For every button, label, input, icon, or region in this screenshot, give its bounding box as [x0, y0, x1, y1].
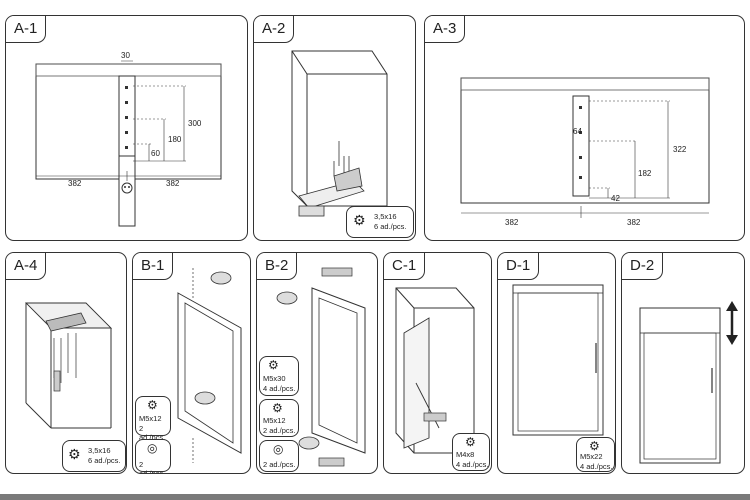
panel-label: A-3	[425, 16, 466, 43]
dim-left: 382	[68, 179, 82, 188]
diagram-b2	[276, 267, 366, 467]
screw-qty: 2 ad./pcs.	[139, 424, 166, 442]
screw-callout: ⚙ M5x22 4 ad./pcs.	[576, 437, 615, 472]
dim-42: 42	[611, 194, 620, 203]
screw-icon: ⚙	[465, 435, 476, 449]
washer-callout: ◎ 2 ad./pcs.	[259, 440, 299, 472]
washer-qty: 2 ad./pcs.	[263, 460, 296, 469]
panel-a1: A-1 30 300 180 60 382 382	[5, 15, 248, 241]
screw-size: M4x8	[456, 450, 475, 459]
screw-icon: ⚙	[147, 398, 158, 412]
panel-b2: B-2 ⚙ M5x30 4 ad./pcs. ⚙ M5x12 2 ad./pcs…	[256, 252, 378, 474]
panel-label: A-4	[6, 253, 47, 280]
screw-size: M5x22	[580, 452, 603, 461]
screw-callout: ⚙ M4x8 4 ad./pcs.	[452, 433, 490, 471]
panel-label: B-2	[257, 253, 298, 280]
dim-182: 182	[638, 169, 652, 178]
dim-top: 30	[121, 51, 130, 60]
screw-qty: 6 ad./pcs.	[374, 222, 407, 231]
panel-label: C-1	[384, 253, 426, 280]
dim-180: 180	[168, 135, 182, 144]
panel-label: D-2	[622, 253, 664, 280]
diagram-d2	[639, 301, 738, 464]
panel-d2: D-2	[621, 252, 745, 474]
screw-size: 3,5x16	[88, 446, 111, 455]
panel-label: A-2	[254, 16, 295, 43]
screw-qty: 4 ad./pcs.	[580, 462, 613, 471]
screw-icon: ⚙	[589, 439, 600, 453]
panel-label: B-1	[133, 253, 174, 280]
screw-size: M5x12	[263, 416, 286, 425]
panel-d1: D-1 ⚙ M5x22 4 ad./pcs.	[497, 252, 616, 474]
diagram-a1: 30 300 180 60 382 382	[35, 51, 222, 227]
panel-a2: A-2 ⚙ 3,5x16 6 ad./pcs.	[253, 15, 416, 241]
bolt-icon: ⚙	[268, 358, 279, 372]
screw-size: 3,5x16	[374, 212, 397, 221]
diagram-d1	[512, 284, 604, 436]
diagram-a2	[291, 50, 388, 217]
dim-right: 382	[166, 179, 180, 188]
bottom-bar	[0, 494, 750, 500]
washer-qty: 2 ad./pcs.	[139, 460, 166, 474]
screw-qty: 2 ad./pcs.	[263, 426, 296, 435]
panel-label: D-1	[498, 253, 540, 280]
screw-icon: ⚙	[272, 401, 283, 415]
dim-right: 382	[627, 218, 641, 227]
bolt-callout: ⚙ M5x30 4 ad./pcs.	[259, 356, 299, 396]
panel-a3: A-3 64 322 182 42 382 382	[424, 15, 745, 241]
screw-qty: 4 ad./pcs.	[456, 460, 489, 469]
panel-label: A-1	[6, 16, 47, 43]
dim-64: 64	[573, 127, 582, 136]
panel-a4: A-4 ⚙ 3,5x16 6 ad./pcs.	[5, 252, 127, 474]
dim-300: 300	[188, 119, 202, 128]
bolt-qty: 4 ad./pcs.	[263, 384, 296, 393]
dim-322: 322	[673, 145, 687, 154]
vertical-arrow-icon	[726, 301, 738, 345]
screw-size: M5x12	[139, 414, 162, 423]
diagram-c1	[395, 287, 475, 454]
screw-icon: ⚙	[353, 212, 366, 228]
screw-callout: ⚙ 3,5x16 6 ad./pcs.	[62, 440, 126, 472]
screw-callout: ⚙ M5x12 2 ad./pcs.	[259, 399, 299, 437]
dim-60: 60	[151, 149, 160, 158]
washer-icon: ◎	[147, 441, 158, 455]
screw-callout: ⚙ 3,5x16 6 ad./pcs.	[346, 206, 414, 238]
diagram-a4	[24, 302, 113, 429]
panel-c1: C-1 ⚙ M4x8 4 ad./pcs.	[383, 252, 492, 474]
dim-left: 382	[505, 218, 519, 227]
diagram-a3: 64 322 182 42 382 382	[460, 77, 710, 227]
panel-b1: B-1 ⚙ M5x12 2 ad./pcs. ◎ 2 ad./pcs.	[132, 252, 251, 474]
diagram-b1	[177, 268, 242, 463]
screw-qty: 6 ad./pcs.	[88, 456, 121, 465]
screw-callout: ⚙ M5x12 2 ad./pcs.	[135, 396, 171, 442]
washer-callout: ◎ 2 ad./pcs.	[135, 439, 171, 474]
screw-icon: ⚙	[68, 446, 81, 462]
washer-icon: ◎	[273, 442, 284, 456]
bolt-size: M5x30	[263, 374, 286, 383]
